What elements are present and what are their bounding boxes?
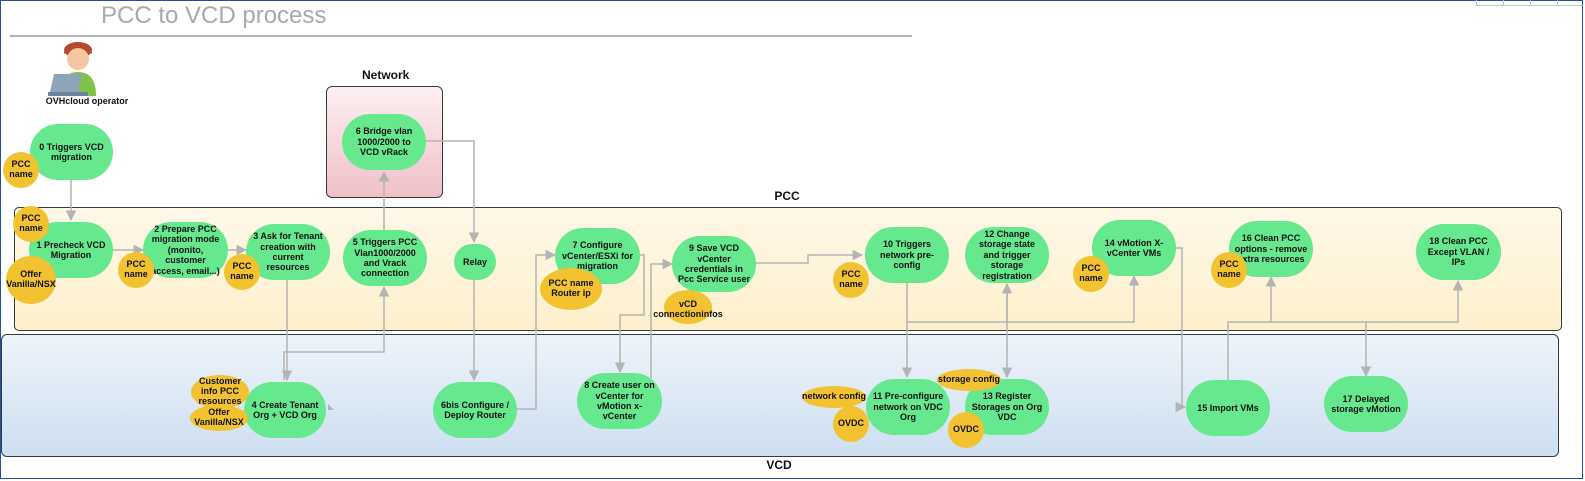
edge-7-8 [614,254,645,374]
input-pcc-name: PCC name [833,262,869,298]
input-offer: Offer Vanilla/NSX [190,405,248,431]
input-pcc-name-router-ip: PCC name Router ip [540,268,602,310]
input-storage-config: storage config [937,369,1001,391]
input-vcd-connectioninfos: vCD connectioninfos [653,299,723,319]
step-9-save-credentials[interactable]: 9 Save VCD vCenter credentials in Pcc Se… [672,236,756,292]
step-4-create-tenant-org[interactable]: 4 Create Tenant Org + VCD Org [244,382,326,438]
input-offer: Offer Vanilla/NSX [6,256,56,304]
step-3-ask-tenant-creation[interactable]: 3 Ask for Tenant creation with current r… [246,224,330,280]
edge-8-9 [650,258,674,378]
input-pcc-name: PCC name [1073,256,1109,292]
actor-label: OVHcloud operator [45,96,129,106]
edge-6-relay [426,140,480,244]
window-control[interactable] [1557,0,1584,6]
step-12-change-storage-state[interactable]: 12 Change storage state and trigger stor… [965,227,1049,283]
input-pcc-name: PCC name [118,252,154,288]
step-relay[interactable]: Relay [454,244,496,280]
input-ovdc: OVDC [948,412,984,448]
edge-9-10 [756,249,864,264]
operator-laptop-icon [48,42,96,96]
step-15-import-vms[interactable]: 15 Import VMs [1186,380,1270,436]
lane-label-network: Network [362,68,410,82]
input-pcc-name: PCC name [224,254,260,290]
window-control[interactable] [1476,0,1503,6]
input-network-config: network config [802,386,866,408]
window-control[interactable] [1530,0,1557,6]
step-2-prepare-migration-mode[interactable]: 2 Prepare PCC migration mode (monito, cu… [143,222,228,278]
step-6bis-deploy-router[interactable]: 6bis Configure / Deploy Router [433,382,517,438]
edge-6bis-7 [516,249,557,410]
edge-17-18 [1366,279,1464,323]
step-17-delayed-storage-vmotion[interactable]: 17 Delayed storage vMotion [1324,376,1408,432]
lane-label-pcc: PCC [774,189,800,203]
edge-16-17 [1271,321,1372,378]
step-8-create-user[interactable]: 8 Create user on vCenter for vMotion x-v… [577,373,662,429]
step-0-triggers-vcd-migration[interactable]: 0 Triggers VCD migration [30,124,113,180]
edge-11-12 [907,282,1013,323]
edge-4-stub [328,404,334,410]
edge-4-5 [283,285,390,380]
step-6-bridge-vlan[interactable]: 6 Bridge vlan 1000/2000 to VCD vRack [342,114,426,170]
step-10-triggers-network-preconfig[interactable]: 10 Triggers network pre-config [865,227,949,283]
diagram-title: PCC to VCD process [101,2,327,29]
step-5-triggers-vlan-vrack[interactable]: 5 Triggers PCC Vlan1000/2000 and Vrack c… [343,230,427,286]
input-vcd-connection-chip [664,290,712,324]
lane-label-vcd: VCD [766,458,792,472]
window-control[interactable] [1503,0,1530,6]
input-pcc-name: PCC name [3,152,39,188]
edge-13-14 [1007,274,1140,323]
step-18-clean-pcc[interactable]: 18 Clean PCC Except VLAN / IPs [1416,224,1501,280]
input-pcc-name: PCC name [1211,252,1247,288]
title-divider [10,35,912,37]
input-customer-info: Customer info PCC resources [191,375,249,409]
input-ovdc: OVDC [833,406,869,442]
step-11-preconfigure-network[interactable]: 11 Pre-configure network on VDC Org [866,379,950,435]
input-pcc-name: PCC name [13,206,49,242]
edge-15-16 [1227,275,1277,380]
edge-14-15 [1175,247,1187,413]
